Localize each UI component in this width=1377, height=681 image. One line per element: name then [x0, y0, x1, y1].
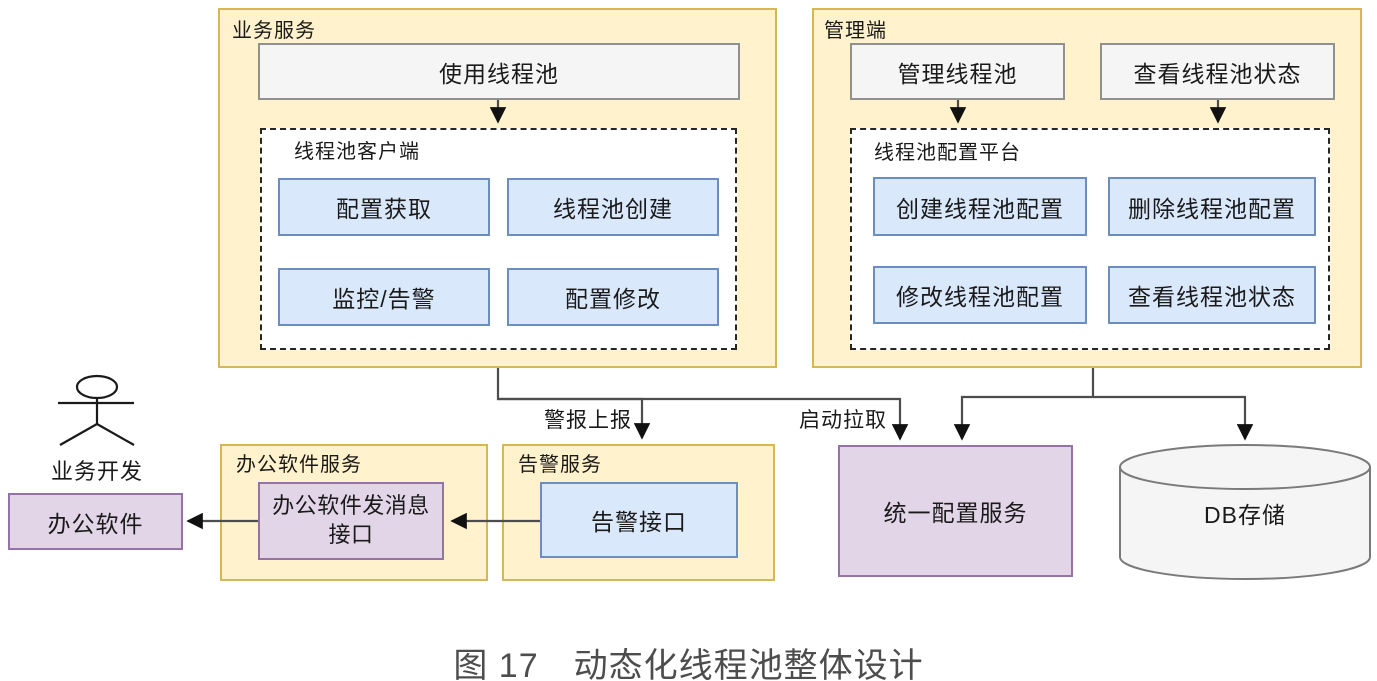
manage-thread-pool-node: 管理线程池 — [850, 43, 1065, 100]
unified-config-service-label: 统一配置服务 — [883, 500, 1028, 526]
pool-config-platform-title: 线程池配置平台 — [874, 142, 1021, 164]
client-node-config-fetch-label: 配置获取 — [336, 196, 432, 222]
platform-node-delete-config: 删除线程池配置 — [1108, 177, 1316, 236]
edge-mgmt-to-config-service — [953, 368, 1095, 441]
actor-icon — [58, 374, 135, 446]
client-node-monitor-alert: 监控/告警 — [278, 268, 490, 326]
client-node-config-modify-label: 配置修改 — [565, 286, 661, 312]
view-pool-status-label: 查看线程池状态 — [1133, 60, 1302, 87]
figure-caption: 图 17 动态化线程池整体设计 — [453, 647, 924, 681]
alert-service-title: 告警服务 — [518, 454, 602, 476]
view-pool-status-node: 查看线程池状态 — [1100, 43, 1335, 100]
platform-node-delete-config-label: 删除线程池配置 — [1128, 195, 1296, 222]
edge-label-startup-pull: 启动拉取 — [799, 409, 887, 432]
unified-config-service-node: 统一配置服务 — [838, 445, 1073, 577]
office-software-label: 办公软件 — [47, 510, 144, 537]
office-software-node: 办公软件 — [8, 493, 183, 550]
client-node-config-modify: 配置修改 — [507, 268, 719, 326]
office-message-interface-label: 办公软件发消息接口 — [272, 493, 430, 547]
alert-interface-node: 告警接口 — [540, 482, 738, 558]
use-thread-pool-label: 使用线程池 — [439, 60, 559, 87]
platform-node-view-status-label: 查看线程池状态 — [1128, 284, 1296, 310]
use-thread-pool-node: 使用线程池 — [258, 43, 740, 100]
edge-mgmt-to-db — [1093, 395, 1254, 441]
management-title: 管理端 — [824, 20, 887, 42]
client-node-config-fetch: 配置获取 — [278, 178, 490, 236]
platform-node-modify-config-label: 修改线程池配置 — [896, 284, 1064, 310]
manage-thread-pool-label: 管理线程池 — [897, 60, 1018, 87]
client-node-monitor-alert-label: 监控/告警 — [332, 286, 436, 312]
thread-pool-client-title: 线程池客户端 — [294, 141, 420, 163]
db-storage-label: DB存储 — [1204, 502, 1286, 528]
business-service-title: 业务服务 — [232, 20, 316, 42]
office-software-service-title: 办公软件服务 — [236, 454, 362, 476]
actor-label: 业务开发 — [50, 459, 143, 484]
office-message-interface-node: 办公软件发消息接口 — [258, 482, 444, 560]
edge-label-alert-report: 警报上报 — [544, 409, 632, 432]
client-node-pool-create: 线程池创建 — [507, 178, 719, 236]
platform-node-modify-config: 修改线程池配置 — [873, 266, 1087, 324]
platform-node-view-status: 查看线程池状态 — [1108, 266, 1316, 324]
alert-interface-label: 告警接口 — [591, 509, 687, 535]
platform-node-create-config-label: 创建线程池配置 — [896, 195, 1064, 222]
client-node-pool-create-label: 线程池创建 — [553, 196, 673, 222]
platform-node-create-config: 创建线程池配置 — [873, 177, 1087, 236]
